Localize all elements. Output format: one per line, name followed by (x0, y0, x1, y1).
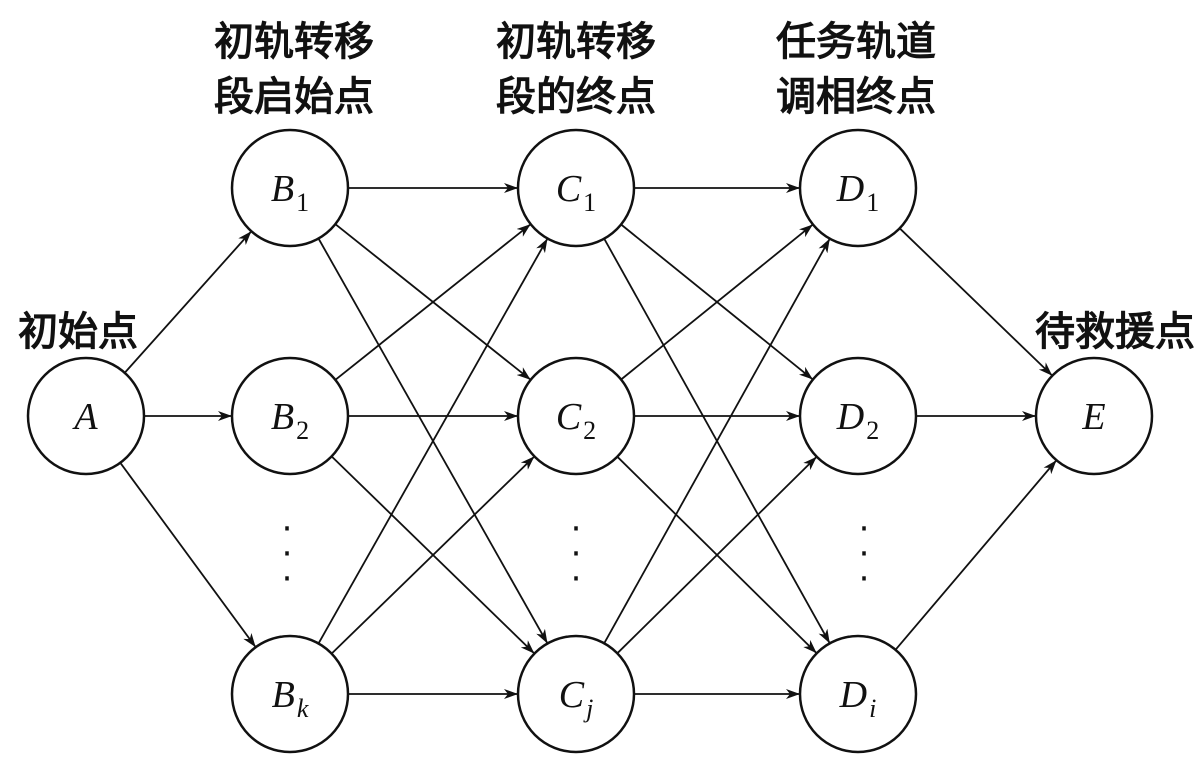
node-d2-circle (798, 356, 918, 476)
svg-text:·: · (859, 534, 870, 574)
label-b-line1: 初轨转移 (214, 19, 374, 65)
label-d-line1: 任务轨道 (776, 19, 936, 65)
svg-text:·: · (282, 559, 293, 599)
node-bk-label: Bk (272, 674, 309, 723)
node-a-label: A (71, 396, 98, 438)
edges-layer (119, 183, 1057, 699)
svg-text:·: · (859, 509, 870, 549)
node-cj: Cj (516, 634, 636, 754)
ellipsis-c: · · · (571, 509, 582, 599)
svg-text:·: · (571, 534, 582, 574)
label-rescue-point: 待救援点 (1035, 309, 1195, 355)
node-d2-label: D2 (836, 396, 879, 445)
edge-c2-d1 (620, 224, 813, 381)
edge-a-bk (119, 462, 256, 648)
node-a: A (26, 356, 146, 476)
node-c2-circle (516, 356, 636, 476)
node-d1-circle (798, 128, 918, 248)
node-d1-label: D1 (836, 168, 879, 217)
node-e-label: E (1081, 396, 1105, 438)
edge-bk-c1 (317, 238, 548, 644)
node-e-circle (1034, 356, 1154, 476)
node-b2-label: B2 (271, 396, 309, 445)
edge-di-e (894, 460, 1057, 651)
edge-bk-c2 (330, 456, 535, 655)
node-cj-label: Cj (559, 674, 594, 723)
node-c1-label: C1 (556, 168, 596, 217)
svg-text:·: · (859, 559, 870, 599)
ellipsis-b: · · · (282, 509, 293, 599)
node-b2: B2 (230, 356, 350, 476)
node-d1: D1 (798, 128, 918, 248)
edge-b2-c1 (334, 224, 531, 381)
edge-cj-d1 (603, 238, 831, 644)
node-b1-label: B1 (271, 168, 309, 217)
label-start-point: 初始点 (18, 309, 138, 355)
label-c-line1: 初轨转移 (496, 19, 656, 65)
node-b2-circle (230, 356, 350, 476)
node-di-label: Di (839, 674, 877, 723)
node-b1-circle (230, 128, 350, 248)
label-c-line2: 段的终点 (496, 74, 656, 120)
svg-text:·: · (282, 509, 293, 549)
edge-a-b1 (124, 231, 252, 374)
node-d2: D2 (798, 356, 918, 476)
node-bk: Bk (230, 634, 350, 754)
node-c1: C1 (516, 128, 636, 248)
node-bk-circle (230, 634, 350, 754)
node-c1-circle (516, 128, 636, 248)
node-c2-label: C2 (556, 396, 596, 445)
node-cj-circle (516, 634, 636, 754)
node-c2: C2 (516, 356, 636, 476)
label-b-line2: 段启始点 (214, 74, 374, 120)
ellipsis-d: · · · (859, 509, 870, 599)
node-a-circle (26, 356, 146, 476)
svg-text:·: · (571, 559, 582, 599)
node-b1: B1 (230, 128, 350, 248)
label-d-line2: 调相终点 (776, 74, 936, 120)
edge-cj-d2 (616, 456, 817, 654)
svg-text:·: · (571, 509, 582, 549)
node-e: E (1034, 356, 1154, 476)
node-di: Di (798, 634, 918, 754)
node-di-circle (798, 634, 918, 754)
edge-d1-e (899, 227, 1053, 376)
svg-text:·: · (282, 534, 293, 574)
